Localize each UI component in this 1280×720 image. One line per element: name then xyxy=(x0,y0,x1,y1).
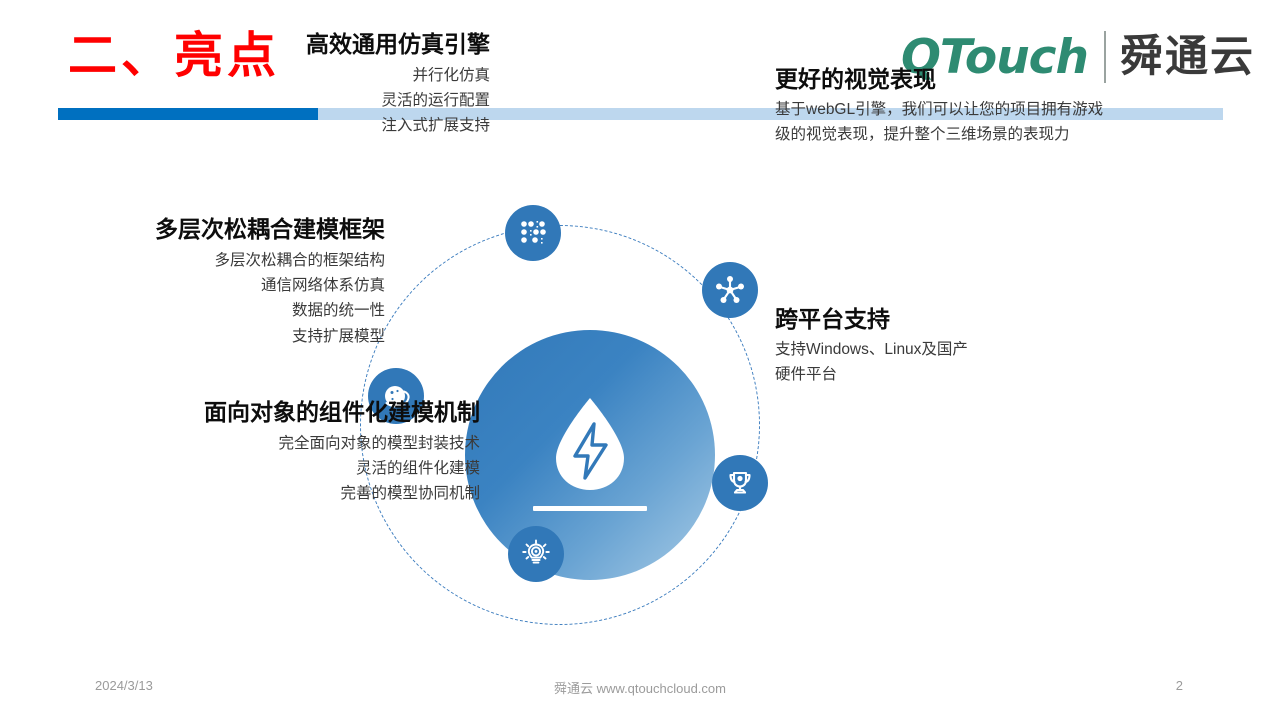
description-line: 支持Windows、Linux及国产 xyxy=(775,340,968,358)
node-framework[interactable] xyxy=(368,368,424,424)
network-hub-icon xyxy=(716,276,744,303)
dot-matrix-icon xyxy=(521,221,546,244)
feature-platform-description: 支持Windows、Linux及国产 硬件平台 xyxy=(775,337,1075,388)
title-underline-rule xyxy=(58,108,1223,120)
feature-component: 面向对象的组件化建模机制 完全面向对象的模型封装技术 灵活的组件化建模 完善的模… xyxy=(90,398,480,507)
footer-page-number: 2 xyxy=(1175,678,1183,693)
feature-platform-title: 跨平台支持 xyxy=(775,306,890,332)
water-drop-lightning-icon xyxy=(556,397,624,490)
feature-visual-title: 更好的视觉表现 xyxy=(775,66,936,92)
page-title: 二、亮点 xyxy=(68,28,281,83)
list-item: 完全面向对象的模型封装技术 xyxy=(278,434,480,452)
feature-framework: 多层次松耦合建模框架 多层次松耦合的框架结构 通信网络体系仿真 数据的统一性 支… xyxy=(60,215,385,349)
list-item: 灵活的运行配置 xyxy=(381,92,490,109)
node-component[interactable] xyxy=(508,526,564,582)
logo-english-text: QTouch xyxy=(900,29,1089,85)
footer-site: 舜通云 www.qtouchcloud.com xyxy=(554,681,726,696)
feature-platform: 跨平台支持 支持Windows、Linux及国产 硬件平台 xyxy=(775,305,1075,387)
feature-engine: 高效通用仿真引擎 并行化仿真 灵活的运行配置 注入式扩展支持 xyxy=(195,30,490,139)
list-item: 数据的统一性 xyxy=(291,302,385,320)
brand-logo: QTouch 舜通云 xyxy=(901,26,1255,88)
description-line: 级的视觉表现，提升整个三维场景的表现力 xyxy=(775,126,1070,143)
lightbulb-gear-icon xyxy=(522,539,550,564)
list-item: 并行化仿真 xyxy=(412,66,490,84)
feature-engine-title: 高效通用仿真引擎 xyxy=(306,31,490,57)
feature-component-list: 完全面向对象的模型封装技术 灵活的组件化建模 完善的模型协同机制 xyxy=(90,431,480,507)
list-item: 完善的模型协同机制 xyxy=(340,485,480,503)
footer-date: 2024/3/13 xyxy=(95,678,153,693)
feature-engine-list: 并行化仿真 灵活的运行配置 注入式扩展支持 xyxy=(195,63,490,139)
hub-circle xyxy=(465,330,715,580)
list-item: 通信网络体系仿真 xyxy=(260,277,385,294)
feature-framework-title: 多层次松耦合建模框架 xyxy=(155,216,385,242)
title-rule-dark-segment xyxy=(58,108,318,120)
list-item: 注入式扩展支持 xyxy=(381,117,490,135)
feature-component-title: 面向对象的组件化建模机制 xyxy=(204,399,480,425)
description-line: 基于webGL引擎，我们可以让您的项目拥有游戏 xyxy=(775,100,1104,118)
list-item: 支持扩展模型 xyxy=(291,327,385,345)
node-platform[interactable] xyxy=(712,455,768,511)
logo-divider xyxy=(1104,31,1106,83)
planet-orbit-icon xyxy=(385,386,410,408)
feature-visual-description: 基于webGL引擎，我们可以让您的项目拥有游戏 级的视觉表现，提升整个三维场景的… xyxy=(775,97,1105,148)
node-visual[interactable] xyxy=(702,262,758,318)
logo-chinese-text: 舜通云 xyxy=(1120,31,1255,82)
feature-framework-list: 多层次松耦合的框架结构 通信网络体系仿真 数据的统一性 支持扩展模型 xyxy=(60,248,385,349)
list-item: 多层次松耦合的框架结构 xyxy=(214,251,385,269)
feature-visual: 更好的视觉表现 基于webGL引擎，我们可以让您的项目拥有游戏 级的视觉表现，提… xyxy=(775,65,1120,147)
highlights-diagram xyxy=(0,130,1280,660)
slide-footer: 2024/3/13 舜通云 www.qtouchcloud.com 2 xyxy=(0,678,1280,698)
title-rule-light-segment xyxy=(318,108,1223,120)
hub-underline-bar xyxy=(533,505,647,511)
description-line: 硬件平台 xyxy=(775,366,838,383)
list-item: 灵活的组件化建模 xyxy=(355,460,480,477)
node-engine[interactable] xyxy=(505,205,561,261)
trophy-icon xyxy=(729,471,751,494)
